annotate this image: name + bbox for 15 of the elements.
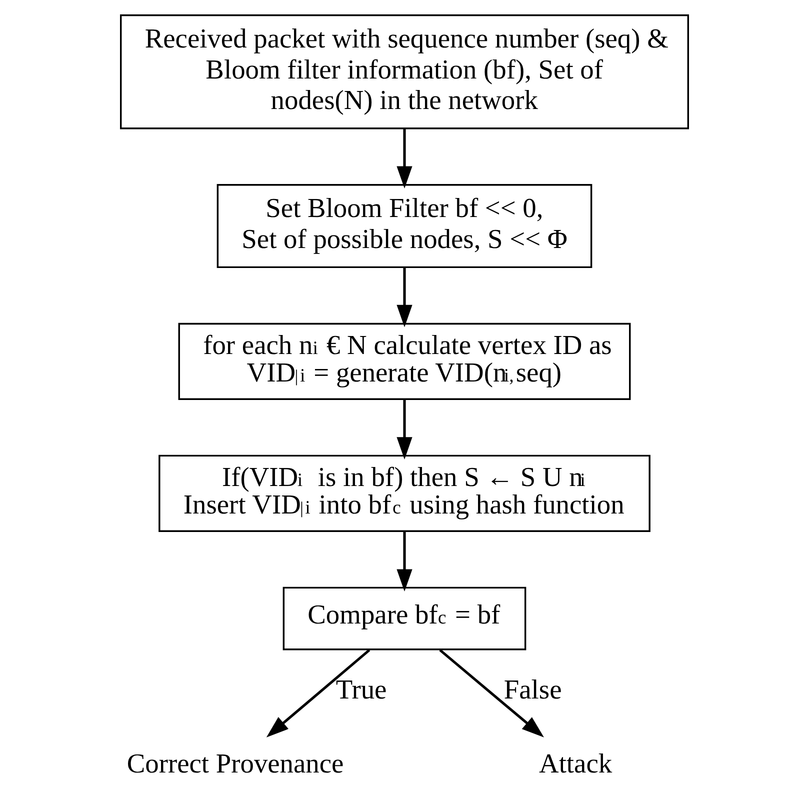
arrow	[266, 649, 370, 738]
node-box: Set Bloom Filter bf << 0, Set of possible nodes, S << Φ	[216, 184, 592, 268]
arrow	[396, 400, 412, 460]
node-box: If(VIDi is in bf) then S ← S U ni Insert VID|i into bfc using hash function	[158, 454, 650, 532]
arrow	[396, 267, 412, 328]
node-text: Attack	[538, 748, 612, 778]
edge-label: True	[335, 674, 386, 705]
arrow	[396, 532, 412, 592]
node-box: for each ni € N calculate vertex ID as VID|i = generate VID(ni,seq)	[178, 322, 630, 400]
arrow	[438, 649, 544, 738]
node-text: Correct Provenance	[126, 748, 344, 778]
edge-label: False	[503, 674, 562, 705]
arrow	[396, 128, 412, 189]
node-box: Compare bfc = bf	[282, 586, 526, 650]
node-box: Received packet with sequence number (seq) & Bloom filter information (bf), Set of nodes(N) in the network	[120, 14, 688, 130]
